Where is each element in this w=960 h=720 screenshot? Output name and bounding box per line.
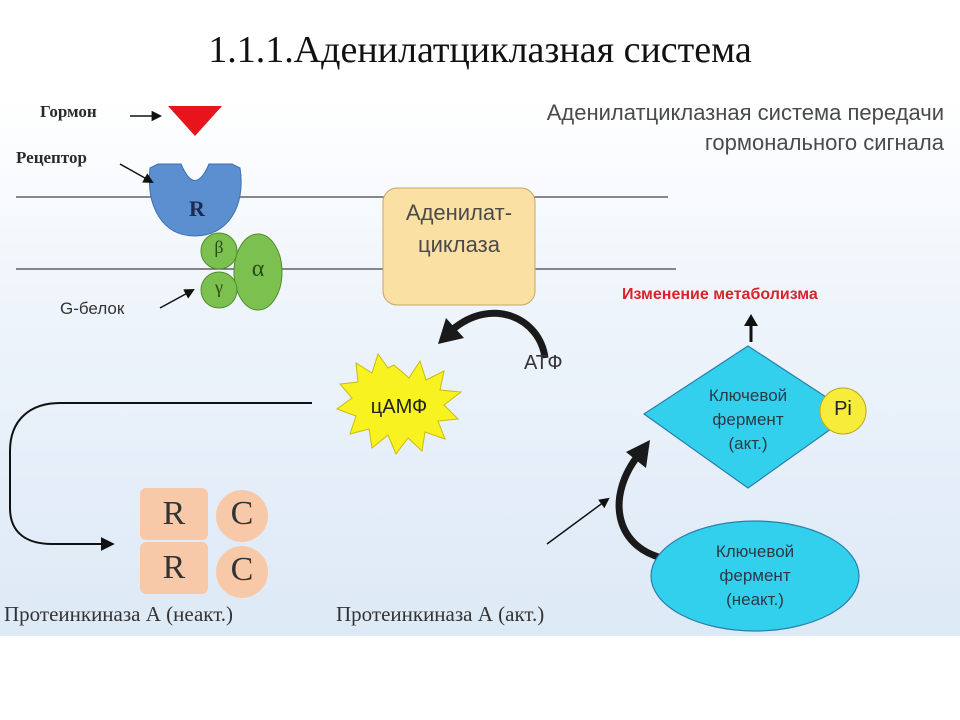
- adenylate-cyclase-box: [382, 187, 536, 306]
- pka-active-label: Протеинкиназа А (акт.): [336, 602, 545, 626]
- hormone-shape: [168, 106, 222, 136]
- enzyme-inactive-line3: (неакт.): [726, 590, 784, 609]
- g-protein-label: G-белок: [60, 299, 125, 318]
- enzyme-inactive-ellipse: [650, 520, 860, 632]
- receptor-letter: R: [189, 196, 205, 221]
- enzyme-inactive-line2: фермент: [719, 566, 791, 585]
- pka-c-subunit-1: [216, 490, 268, 542]
- pka-r-letter-2: R: [162, 549, 186, 586]
- phosphate-circle: [819, 387, 867, 435]
- slide-title: 1.1.1.Аденилатциклазная система: [208, 29, 752, 71]
- adenylate-cyclase-label-line1: Аденилат-: [405, 200, 513, 225]
- g-protein-gamma-subunit: [200, 271, 238, 309]
- pka-c-letter-2: C: [230, 551, 254, 588]
- pka-r-letter-1: R: [162, 495, 186, 532]
- camp-label: цАМФ: [370, 396, 428, 418]
- g-protein-pointer-arrow: [159, 288, 195, 309]
- pka-r-subunit-1: [140, 488, 208, 540]
- enzyme-active-line2: фермент: [712, 410, 784, 429]
- g-protein-alpha-subunit: [233, 233, 283, 311]
- phosphate-label: Pi: [834, 398, 852, 420]
- enzyme-active-line1: Ключевой: [708, 386, 788, 405]
- g-protein-gamma-letter: γ: [215, 277, 223, 297]
- enzyme-active-line3: (акт.): [728, 434, 768, 453]
- diagram-graphics: [9, 106, 867, 632]
- camp-to-pka-arrow: [9, 402, 312, 551]
- diagram-heading-line2: гормонального сигнала: [704, 130, 944, 155]
- pka-inactive-label: Протеинкиназа А (неакт.): [4, 602, 234, 626]
- receptor-pointer-arrow: [119, 163, 154, 184]
- receptor-label: Рецептор: [16, 148, 87, 167]
- enzyme-active-diamond: [642, 345, 854, 489]
- pka-r-subunit-2: [140, 542, 208, 594]
- atp-label: АТФ: [524, 352, 563, 374]
- pka-c-letter-1: C: [230, 495, 254, 532]
- hormone-label: Гормон: [40, 102, 97, 121]
- pka-c-subunit-2: [216, 546, 268, 598]
- enzyme-inactive-line1: Ключевой: [715, 542, 795, 561]
- pka-active-arrow: [546, 497, 610, 545]
- metabolism-change-label: Изменение метаболизма: [622, 286, 818, 303]
- adenylate-cyclase-label-line2: циклаза: [418, 232, 500, 257]
- camp-star: [335, 352, 463, 455]
- g-protein-alpha-letter: α: [251, 256, 265, 282]
- atp-to-camp-arrow: [449, 309, 549, 359]
- enzyme-activation-arrow: [615, 450, 663, 562]
- diagram-panel: Аденилатциклазная система передачи гормо…: [0, 96, 960, 636]
- g-protein-beta-letter: β: [214, 237, 224, 257]
- diagram-heading-line1: Аденилатциклазная система передачи: [546, 100, 944, 125]
- receptor-shape: [148, 163, 242, 237]
- g-protein-beta-subunit: [200, 232, 238, 270]
